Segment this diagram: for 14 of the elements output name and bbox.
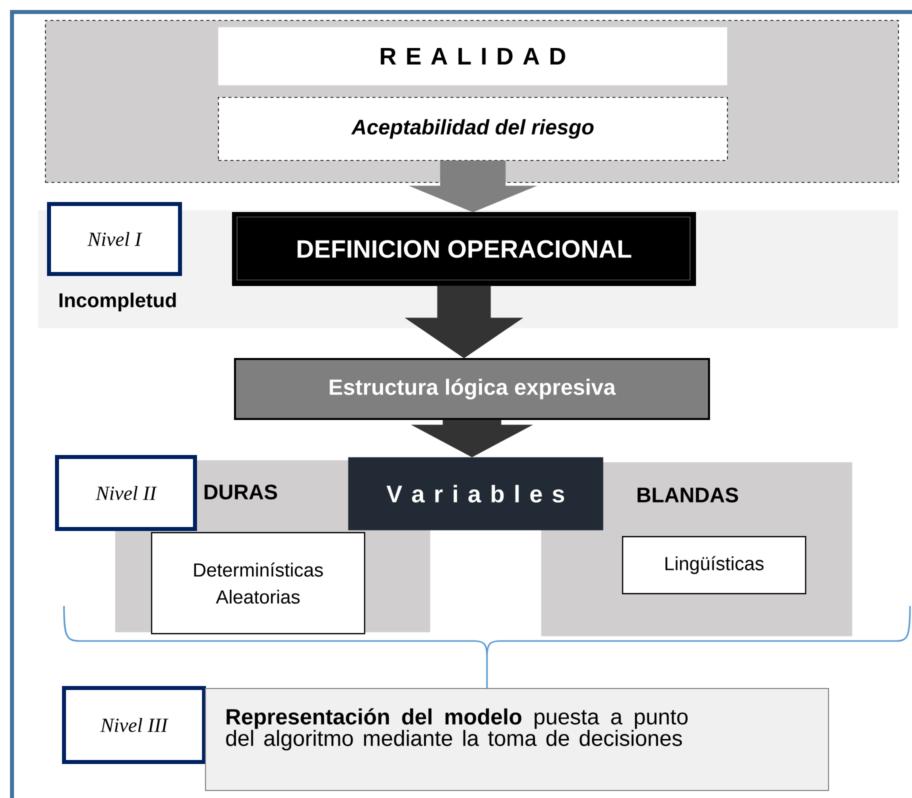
level-box: Nivel III (62, 686, 206, 764)
item-box: Determinísticas Aleatorias (151, 532, 366, 634)
process-box: V a r i a b l e s (348, 457, 604, 530)
block-arrow (405, 286, 523, 358)
level-box: Nivel II (55, 455, 197, 531)
process-box: Estructura lógica expresiva (234, 358, 710, 420)
item-box: Lingüísticas (622, 536, 806, 594)
block-arrow (410, 160, 536, 212)
title-box: R E A L I D A D (218, 27, 728, 86)
result-box: Representación del modelo puesta a punto del algoritmo mediante la toma de decisiones (205, 688, 829, 791)
dashed-box: Aceptabilidad del riesgo (218, 97, 728, 161)
block-arrow (412, 420, 532, 458)
process-box: DEFINICION OPERACIONAL (232, 212, 696, 286)
level-box: Nivel I (47, 202, 182, 276)
